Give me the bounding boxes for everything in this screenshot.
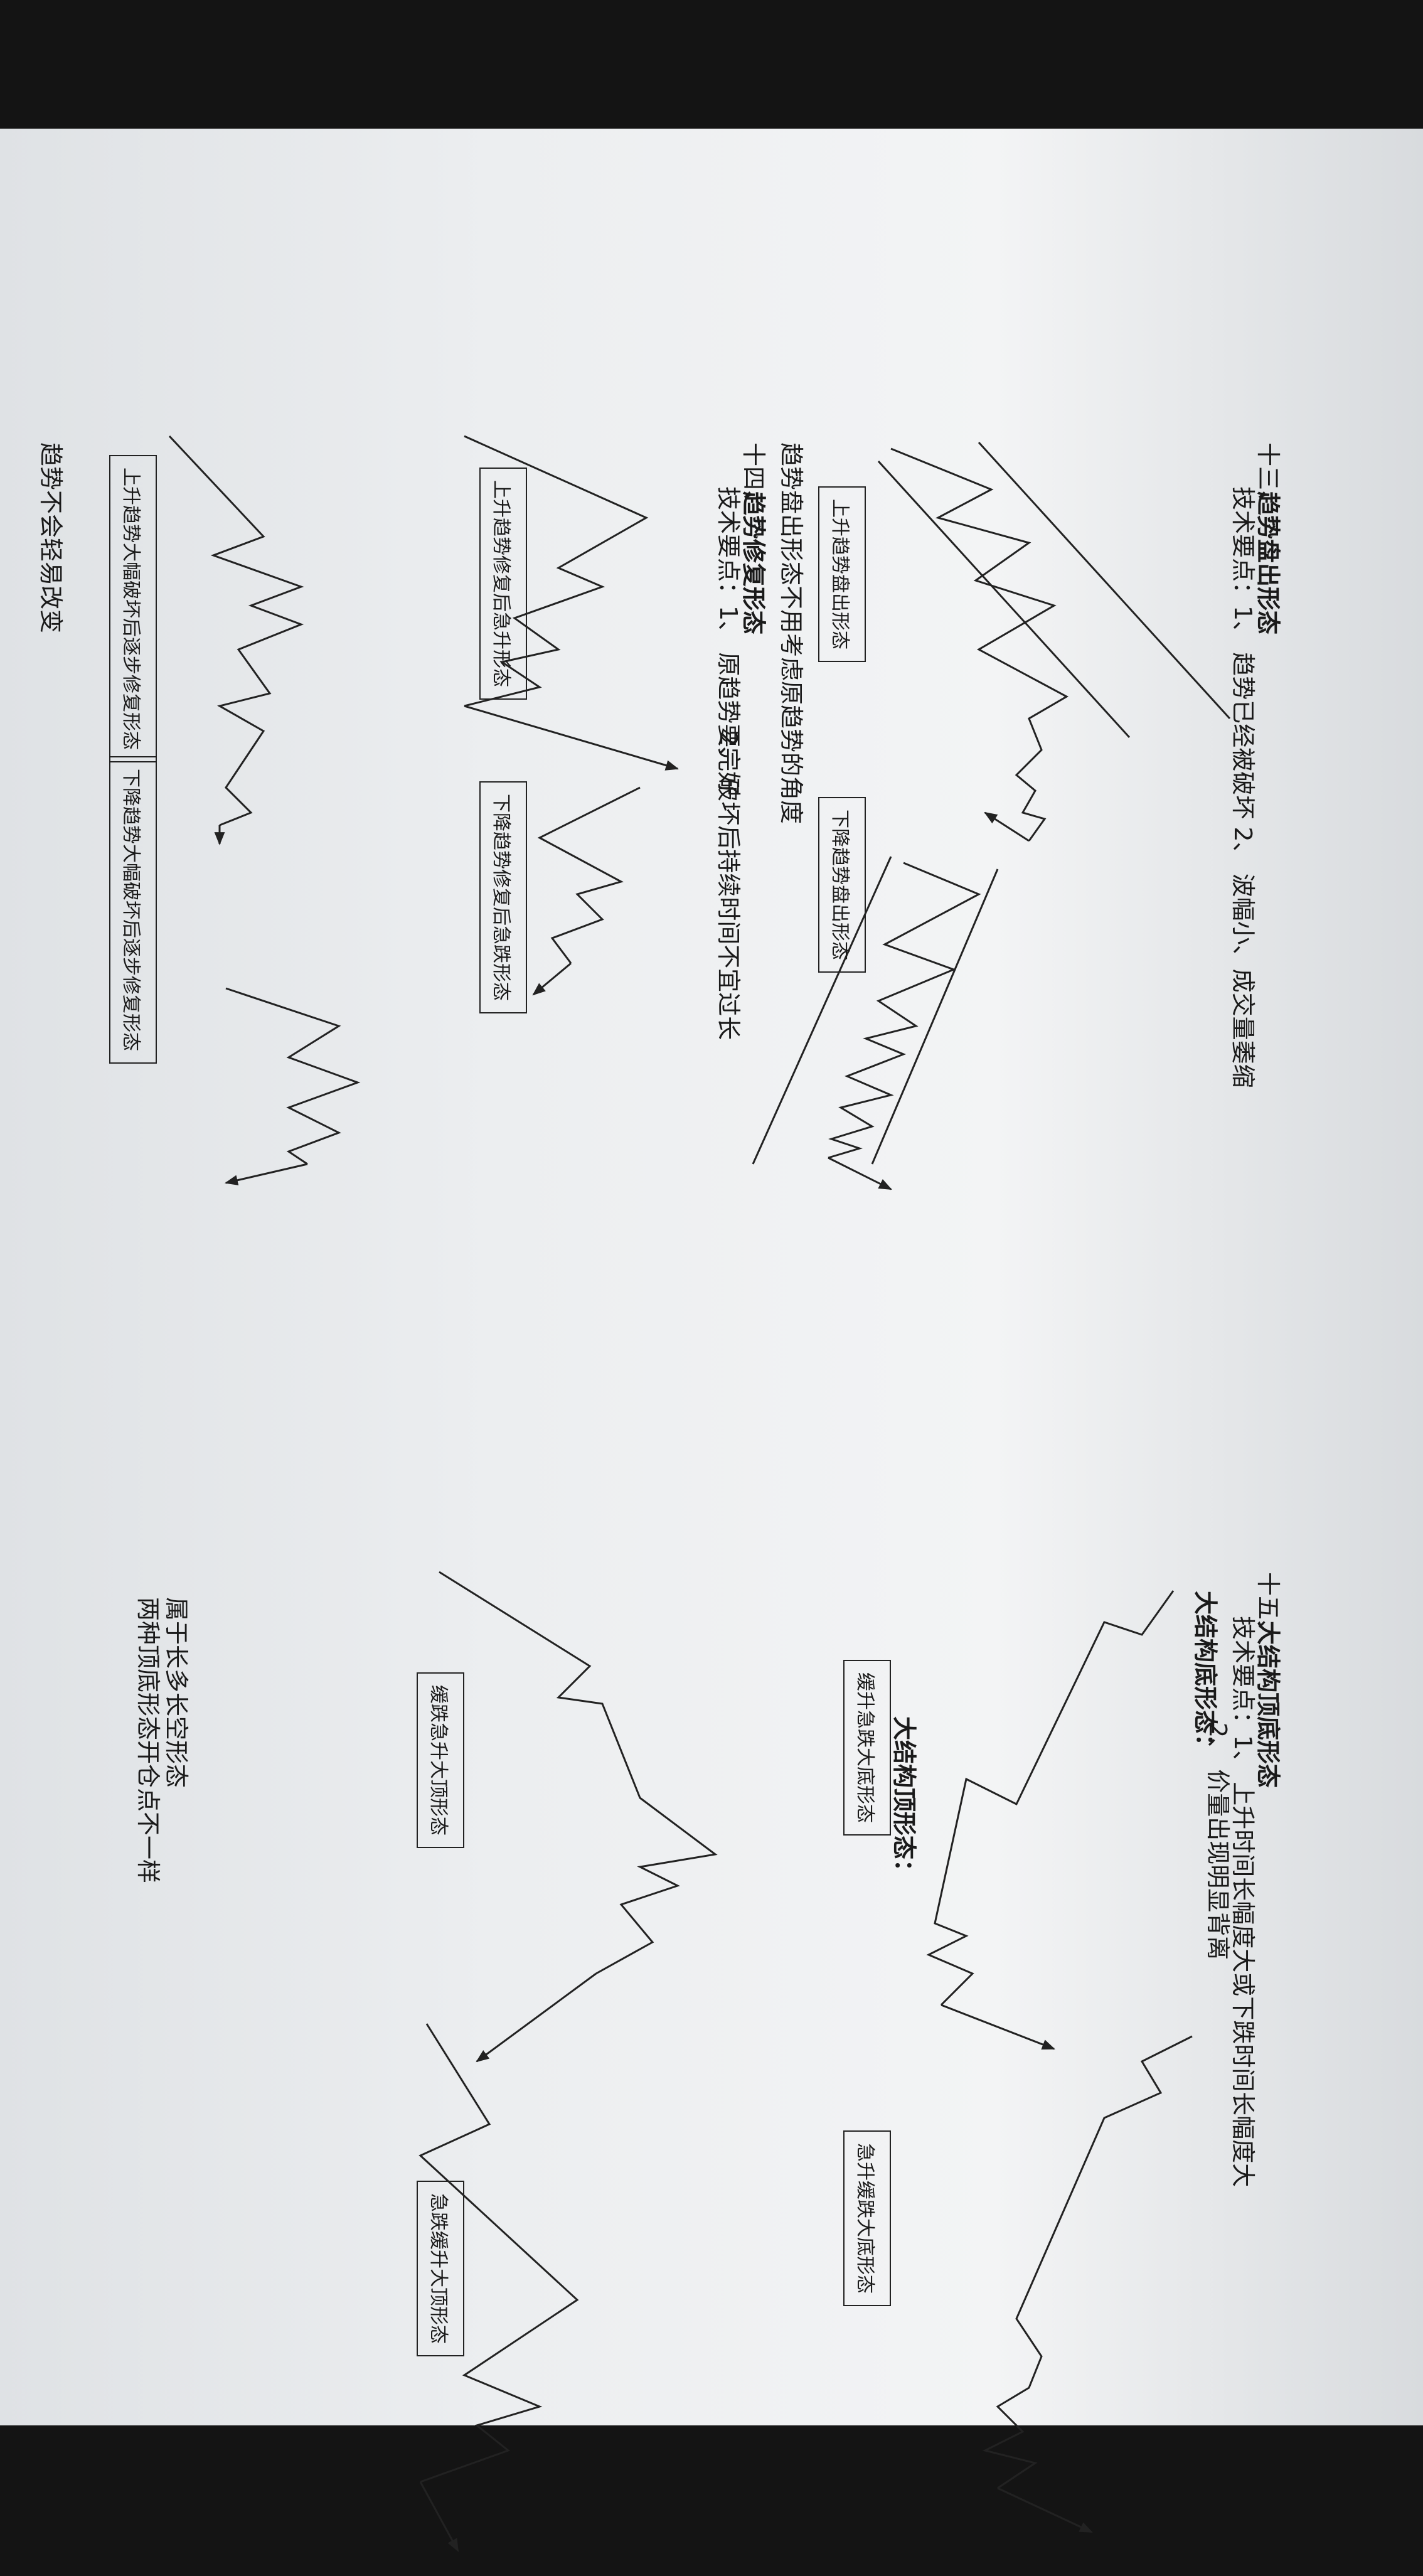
label-slow-drop-sharp-rise-top: 缓跌急升大顶形态 [417,1672,464,1848]
sharp-rise-slow-drop-bottom-line [982,2035,1193,2489]
up-trend-down-arrow [984,811,1030,842]
up-repair-arrow [464,705,680,771]
section15-figures [418,1571,1193,2552]
down-repair-then-plunge-line [537,786,641,964]
down-large-damage-gradual-repair-line [225,987,361,1165]
label-sharp-rise-slow-drop-bottom: 急升缓跌大底形态 [843,2130,891,2306]
down-trend-zigzag [828,862,981,1159]
top-structure-heading: 大结构顶形态： [890,1716,918,1884]
up-large-damage-gradual-repair-line [168,435,304,826]
slow-rise-sharp-drop-bottom-line [926,1590,1175,2006]
section15-note-1: 属于长多长空形态 [163,1597,190,1788]
down-channel-bottom-line [752,856,892,1165]
sharp-drop-slow-rise-arrow [419,2481,459,2552]
label-sharp-drop-slow-rise-top: 急跌缓升大顶形态 [417,2181,464,2356]
rotated-page-content: 十三、 趋势盘出形态 技术要点：1、 趋势已经被破坏 2、 波幅小、成交量萎缩 … [0,435,1282,2576]
down-trend-up-arrow [828,1157,892,1190]
slow-rise-sharp-drop-arrow [941,2004,1055,2050]
up-repair-then-surge-line [464,435,649,707]
section15-note-2: 两种顶底形态开仓点不一样 [134,1597,162,1884]
up-trend-zigzag [890,447,1069,842]
paper-sheet: 十三、 趋势盘出形态 技术要点：1、 趋势已经被破坏 2、 波幅小、成交量萎缩 … [0,129,1423,2552]
down-gradual-arrow [224,1163,308,1185]
down-channel-top-line [871,868,999,1165]
up-channel-bottom-line [877,460,1131,739]
section13-figures [752,441,1231,1190]
up-channel-top-line [978,441,1231,720]
slow-drop-sharp-rise-top-line [439,1571,718,1975]
slow-drop-sharp-rise-arrow [476,1972,597,2063]
down-repair-arrow [532,962,572,996]
sharp-drop-slow-rise-top-line [418,2023,579,2483]
sharp-rise-slow-drop-arrow [997,2487,1093,2533]
label-slow-rise-sharp-drop-bottom: 缓升急跌大底形态 [843,1660,891,1836]
section14-figures [168,435,680,1185]
